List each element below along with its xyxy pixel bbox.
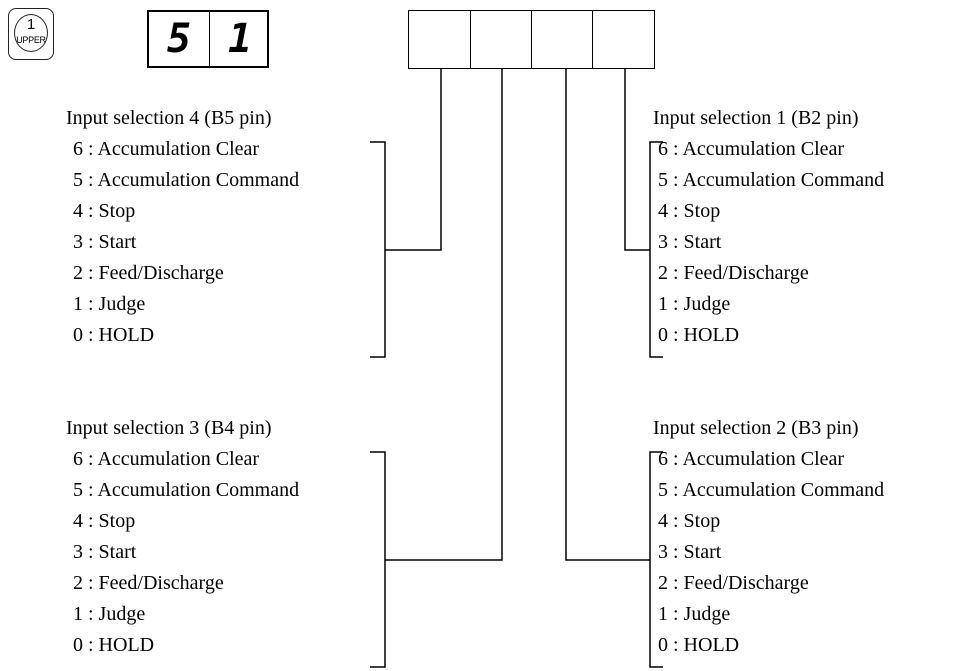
input-selection-3-option: 0 : HOLD xyxy=(73,634,155,656)
bracket-input3 xyxy=(370,451,386,668)
input-selection-1-option: 3 : Start xyxy=(658,231,722,253)
input-selection-4-title: Input selection 4 (B5 pin) xyxy=(66,107,272,129)
connector-input1 xyxy=(624,69,650,251)
display-digit-1-value: 5 xyxy=(166,16,192,62)
input-selection-2-option: 1 : Judge xyxy=(658,603,731,625)
display-digit-2-value: 1 xyxy=(227,16,253,62)
input-selection-4: Input selection 4 (B5 pin) 6 : Accumulat… xyxy=(66,103,299,351)
input-selection-3-option: 5 : Accumulation Command xyxy=(73,479,300,501)
input-selection-3: Input selection 3 (B4 pin) 6 : Accumulat… xyxy=(66,413,299,661)
input-selection-4-option: 5 : Accumulation Command xyxy=(73,169,300,191)
input-selection-3-option: 2 : Feed/Discharge xyxy=(73,572,224,594)
input-selection-2-option: 0 : HOLD xyxy=(658,634,740,656)
setting-digit-boxes xyxy=(408,10,655,69)
upper-key-number: 1 xyxy=(26,16,36,33)
input-selection-2-title: Input selection 2 (B3 pin) xyxy=(653,417,859,439)
display-digit-2: 1 xyxy=(209,12,270,66)
display-digit-1: 5 xyxy=(149,12,209,66)
bracket-input4 xyxy=(370,141,386,358)
input-selection-1-option: 2 : Feed/Discharge xyxy=(658,262,809,284)
input-selection-1-option: 4 : Stop xyxy=(658,200,721,222)
setting-digit-3 xyxy=(470,11,532,68)
input-selection-3-option: 4 : Stop xyxy=(73,510,136,532)
input-selection-4-option: 2 : Feed/Discharge xyxy=(73,262,224,284)
setting-digit-1 xyxy=(592,11,654,68)
input-selection-2: Input selection 2 (B3 pin) 6 : Accumulat… xyxy=(653,413,884,661)
input-selection-1-title: Input selection 1 (B2 pin) xyxy=(653,107,859,129)
setting-digit-2 xyxy=(531,11,593,68)
input-selection-4-option: 6 : Accumulation Clear xyxy=(73,138,260,160)
input-selection-3-option: 3 : Start xyxy=(73,541,137,563)
upper-key-label: UPPER xyxy=(16,35,46,45)
upper-key[interactable]: 1 UPPER xyxy=(8,8,54,60)
connector-input4 xyxy=(385,69,442,251)
input-selection-4-option: 0 : HOLD xyxy=(73,324,155,346)
connector-input3 xyxy=(385,69,503,561)
input-selection-1-option: 5 : Accumulation Command xyxy=(658,169,885,191)
input-selection-1-option: 0 : HOLD xyxy=(658,324,740,346)
connector-input2 xyxy=(565,69,650,561)
input-selection-4-option: 1 : Judge xyxy=(73,293,146,315)
input-selection-4-option: 3 : Start xyxy=(73,231,137,253)
input-selection-2-option: 3 : Start xyxy=(658,541,722,563)
input-selection-3-option: 6 : Accumulation Clear xyxy=(73,448,260,470)
input-selection-2-option: 2 : Feed/Discharge xyxy=(658,572,809,594)
input-selection-4-option: 4 : Stop xyxy=(73,200,136,222)
input-selection-3-title: Input selection 3 (B4 pin) xyxy=(66,417,272,439)
input-selection-1-option: 1 : Judge xyxy=(658,293,731,315)
input-selection-3-option: 1 : Judge xyxy=(73,603,146,625)
input-selection-2-option: 5 : Accumulation Command xyxy=(658,479,885,501)
upper-key-circle: 1 UPPER xyxy=(14,14,48,52)
input-selection-2-option: 4 : Stop xyxy=(658,510,721,532)
function-number-display: 5 1 xyxy=(147,10,269,68)
input-selection-1-option: 6 : Accumulation Clear xyxy=(658,138,845,160)
input-selection-1: Input selection 1 (B2 pin) 6 : Accumulat… xyxy=(653,103,884,351)
input-selection-2-option: 6 : Accumulation Clear xyxy=(658,448,845,470)
